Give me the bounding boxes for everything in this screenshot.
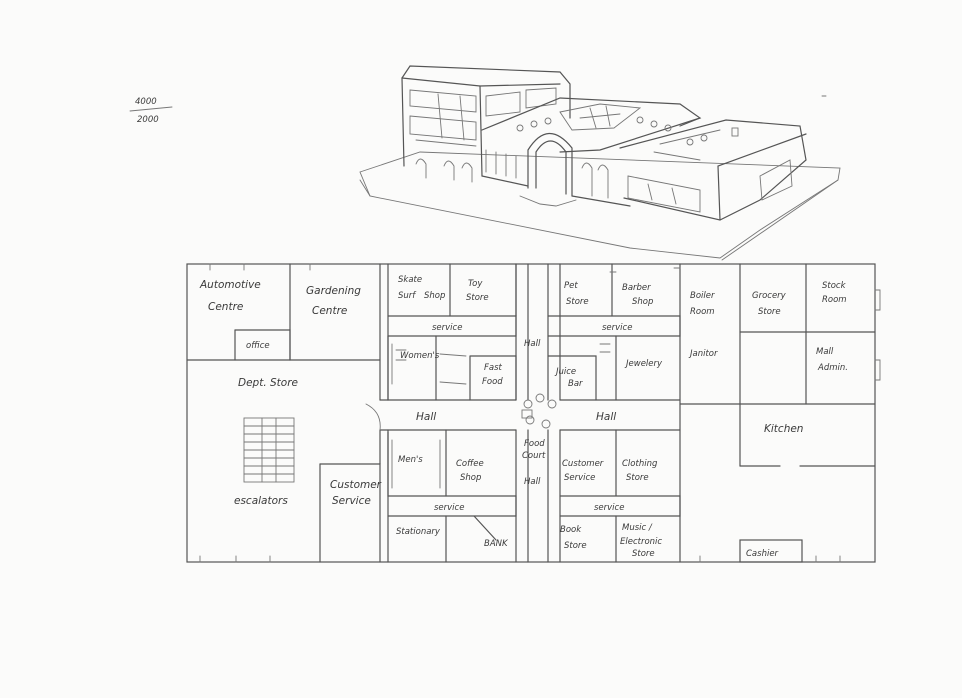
label-office: office — [246, 341, 270, 351]
label-food-court-2: Court — [522, 451, 546, 461]
label-coffee-2: Shop — [460, 473, 481, 483]
label-stationary: Stationary — [396, 527, 441, 537]
label-boiler-2: Room — [690, 307, 715, 317]
label-service-ul: service — [432, 323, 462, 333]
label-stock-2: Room — [822, 295, 847, 305]
label-barber-1: Barber — [622, 283, 651, 293]
label-womens: Women's — [400, 351, 440, 361]
room-labels: Automotive Centre Gardening Centre offic… — [199, 275, 848, 559]
label-mens: Men's — [398, 455, 423, 465]
label-toy-2: Store — [466, 293, 489, 303]
label-food-court-1: Food — [524, 439, 545, 449]
label-admin-1: Mall — [816, 347, 834, 357]
label-juice-1: Juice — [554, 367, 576, 377]
label-grocery-1: Grocery — [752, 291, 787, 301]
label-hall-top: Hall — [524, 339, 541, 349]
label-skate-2: Surf — [398, 291, 417, 301]
label-hall-right: Hall — [596, 411, 616, 423]
label-grocery-2: Store — [758, 307, 781, 317]
label-cashier: Cashier — [746, 549, 779, 559]
note-2000: 2000 — [137, 115, 159, 125]
label-clothing-1: Clothing — [622, 459, 658, 469]
label-fast-food-1: Fast — [484, 363, 503, 373]
label-music-3: Store — [632, 549, 655, 559]
label-service-ll: service — [434, 503, 464, 513]
label-escalators: escalators — [234, 495, 288, 507]
label-kitchen: Kitchen — [764, 423, 803, 435]
dimension-note: 4000 2000 — [129, 97, 173, 125]
label-automotive-1: Automotive — [199, 279, 261, 291]
label-skate-1: Skate — [398, 275, 422, 285]
building-perspective-sketch — [359, 65, 841, 261]
label-clothing-2: Store — [626, 473, 649, 483]
label-customer-service-left-1: Customer — [330, 479, 382, 491]
label-fast-food-2: Food — [482, 377, 503, 387]
label-barber-2: Shop — [632, 297, 653, 307]
label-skate-3: Shop — [424, 291, 445, 301]
floor-plan — [186, 263, 881, 563]
label-automotive-2: Centre — [208, 301, 243, 313]
label-bank: BANK — [484, 539, 509, 549]
label-coffee-1: Coffee — [456, 459, 484, 469]
label-stock-1: Stock — [822, 281, 847, 291]
label-hall-bottom: Hall — [524, 477, 541, 487]
label-jewelry: Jewelery — [624, 359, 663, 369]
label-customer-service-left-2: Service — [332, 495, 371, 507]
label-music-2: Electronic — [620, 537, 662, 547]
label-gardening-2: Centre — [312, 305, 347, 317]
label-book-1: Book — [560, 525, 582, 535]
label-service-ur: service — [602, 323, 632, 333]
label-boiler-1: Boiler — [690, 291, 715, 301]
label-juice-2: Bar — [568, 379, 583, 389]
label-hall-left: Hall — [416, 411, 436, 423]
label-janitor: Janitor — [688, 349, 718, 359]
label-pet-2: Store — [566, 297, 589, 307]
label-customer-service-mid-1: Customer — [562, 459, 604, 469]
label-customer-service-mid-2: Service — [564, 473, 595, 483]
label-book-2: Store — [564, 541, 587, 551]
label-dept-store: Dept. Store — [238, 377, 298, 389]
label-service-lr: service — [594, 503, 624, 513]
label-pet-1: Pet — [564, 281, 578, 291]
note-4000: 4000 — [135, 97, 157, 107]
label-admin-2: Admin. — [817, 363, 848, 373]
label-music-1: Music / — [622, 523, 653, 533]
label-toy-1: Toy — [468, 279, 483, 289]
label-gardening-1: Gardening — [306, 285, 361, 297]
